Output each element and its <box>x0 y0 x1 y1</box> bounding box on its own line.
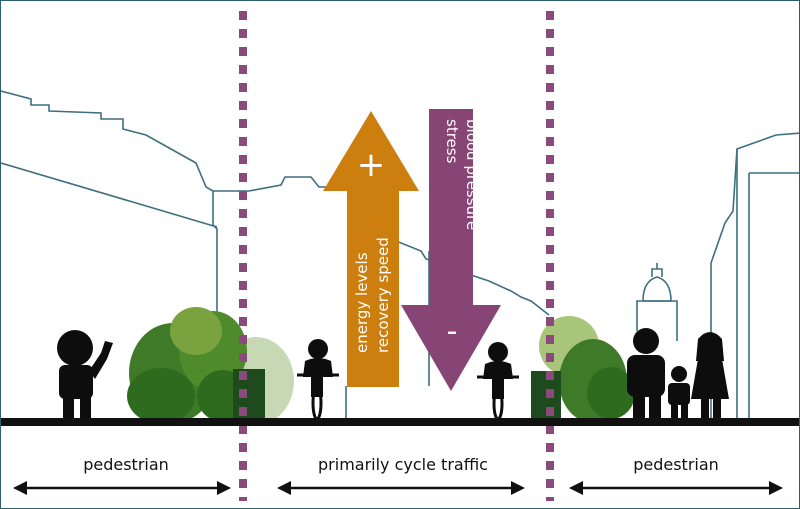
increase-label-line2: recovery speed <box>374 237 392 353</box>
left-building-roofline <box>1 162 218 228</box>
right-zone-label: pedestrian <box>633 455 719 474</box>
dome-base-outline <box>636 300 678 341</box>
left-bush-icon <box>127 307 294 425</box>
cyclist-icon-left <box>297 339 339 421</box>
family-icon <box>627 328 729 419</box>
decrease-label-line2: blood pressure <box>463 119 481 230</box>
cyclist-icon-right <box>477 342 519 421</box>
decrease-sign: - <box>447 314 458 349</box>
decrease-arrow <box>401 109 501 391</box>
left-bollard-icon <box>233 369 265 419</box>
right-building-outline <box>710 132 799 419</box>
middle-building-outline <box>248 176 331 192</box>
left-building-outline <box>1 90 218 319</box>
ground-line <box>1 418 799 426</box>
dome-outline <box>642 263 672 302</box>
increase-arrow <box>323 111 419 387</box>
right-zone-arrow <box>569 481 783 495</box>
increase-sign: + <box>357 145 386 185</box>
increase-label-line1: energy levels <box>353 252 371 353</box>
left-zone-label: pedestrian <box>83 455 169 474</box>
person-waving-icon <box>57 330 113 419</box>
center-zone-label: primarily cycle traffic <box>318 455 488 474</box>
left-zone-arrow <box>13 481 231 495</box>
decrease-label-line1: stress <box>443 119 461 164</box>
center-zone-arrow <box>277 481 525 495</box>
